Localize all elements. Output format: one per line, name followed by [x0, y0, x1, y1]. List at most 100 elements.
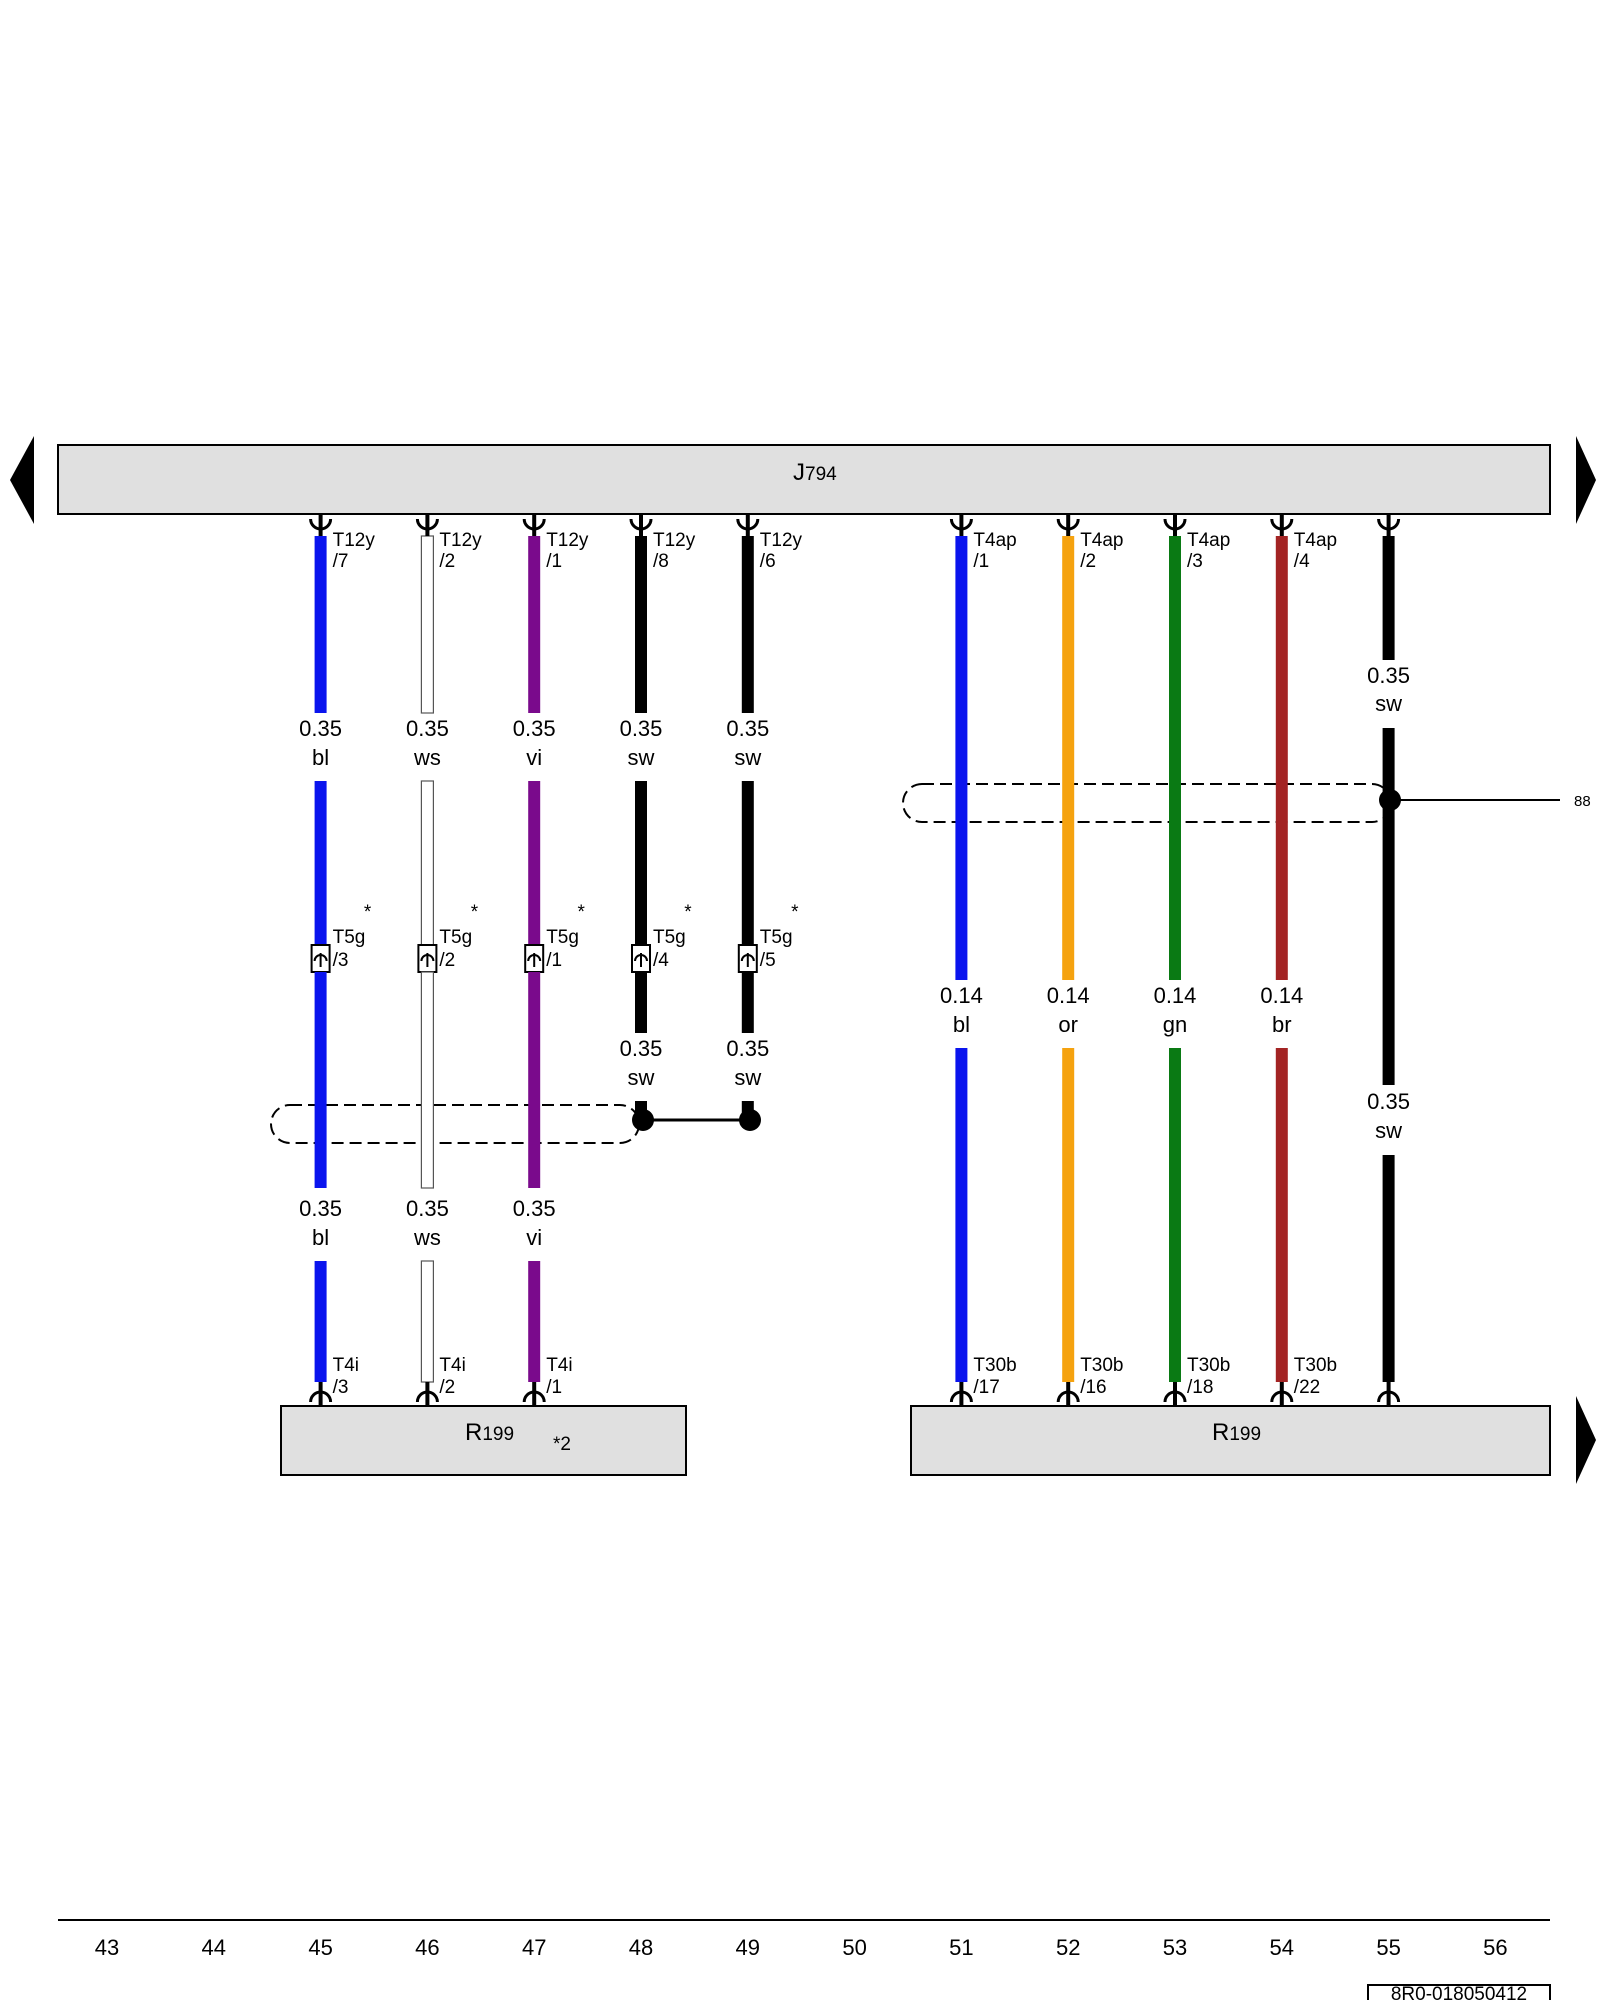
wire-49-color-2: sw: [734, 1065, 761, 1090]
prev-page-arrow[interactable]: [10, 436, 34, 524]
wire-46-bottom-conn-pin: /2: [439, 1377, 455, 1398]
wire-49-size-1: 0.35: [726, 716, 769, 741]
wire-47-inline-star: *: [577, 902, 585, 923]
wire-54-bottom-conn-pin: /22: [1294, 1377, 1320, 1398]
wire-54-bottom-conn-name: T30b: [1294, 1355, 1337, 1376]
control-unit-label: J794: [793, 459, 837, 486]
control-unit-box: [57, 444, 1551, 515]
column-number-56: 56: [1483, 1935, 1507, 1960]
wire-47-color-2: vi: [526, 1225, 542, 1250]
wire-54-top-conn-pin: /4: [1294, 551, 1310, 572]
wire-55-color-1: sw: [1375, 691, 1402, 716]
column-number-55: 55: [1376, 1935, 1400, 1960]
wire-46-size-2: 0.35: [406, 1196, 449, 1221]
wire-46-bottom-conn-name: T4i: [439, 1355, 465, 1376]
wire-55-color-2: sw: [1375, 1118, 1402, 1143]
wire-48-size-1: 0.35: [620, 716, 663, 741]
wire-46-seg-top: [420, 535, 434, 714]
wire-45-seg-lower: [314, 972, 327, 1188]
column-number-47: 47: [522, 1935, 546, 1960]
wire-53-bottom-conn-pin: /18: [1187, 1377, 1213, 1398]
wire-47-seg-mid: [528, 781, 541, 945]
wire-54-seg-bottom: [1275, 1048, 1288, 1382]
column-number-53: 53: [1163, 1935, 1187, 1960]
wire-47-seg-lower: [528, 972, 541, 1188]
wire-51-color-1: bl: [953, 1012, 970, 1037]
wire-45-top-conn-name: T12y: [333, 530, 376, 551]
wire-52-top-conn-name: T4ap: [1080, 530, 1123, 551]
wire-46-color-1: ws: [413, 745, 441, 770]
shield-loop-left: [270, 1104, 640, 1144]
wire-46-top-conn-name: T12y: [439, 530, 482, 551]
wire-49-inline-conn-name: T5g: [760, 927, 793, 948]
radio-module-note: *2: [553, 1434, 571, 1455]
wire-48-seg-mid: [635, 781, 647, 945]
next-page-arrow-bottom[interactable]: [1576, 1396, 1596, 1484]
radio-module-label-left: R199: [465, 1419, 514, 1446]
wire-52-bottom-conn-name: T30b: [1080, 1355, 1123, 1376]
radio-module-label-right: R199: [1212, 1419, 1261, 1446]
wire-54-size-1: 0.14: [1260, 983, 1303, 1008]
wire-47-top-conn-pin: /1: [546, 551, 562, 572]
column-number-50: 50: [842, 1935, 866, 1960]
wire-47-bottom-conn-pin: /1: [546, 1377, 562, 1398]
wire-48-top-conn-name: T12y: [653, 530, 696, 551]
wire-52-seg-bottom: [1062, 1048, 1075, 1382]
wire-53-top-conn-pin: /3: [1187, 551, 1203, 572]
wire-46-size-1: 0.35: [406, 716, 449, 741]
wire-52-top-conn-pin: /2: [1080, 551, 1096, 572]
wire-51-size-1: 0.14: [940, 983, 983, 1008]
wire-55-seg-top: [1382, 536, 1395, 660]
column-number-49: 49: [736, 1935, 760, 1960]
wire-55-size-2: 0.35: [1367, 1089, 1410, 1114]
wire-54-seg-top: [1275, 536, 1288, 980]
shield-junction-55: [1379, 789, 1401, 811]
wire-46-color-2: ws: [413, 1225, 441, 1250]
wire-45-color-2: bl: [312, 1225, 329, 1250]
radio-module-box-right: [910, 1405, 1551, 1476]
wire-55-size-1: 0.35: [1367, 663, 1410, 688]
wire-48-seg-top: [635, 536, 647, 713]
wire-53-top-conn-name: T4ap: [1187, 530, 1230, 551]
wire-47-color-1: vi: [526, 745, 542, 770]
wire-55-seg-mid: [1382, 728, 1395, 1085]
wire-53-seg-top: [1169, 536, 1181, 980]
doc-id-box: [1367, 1984, 1551, 2000]
shield-loop-right: [902, 783, 1392, 823]
wire-45-seg-mid: [314, 781, 327, 945]
shield-ref-label: 88: [1574, 793, 1591, 810]
wire-46-seg-lower: [420, 971, 434, 1189]
wire-45-inline-conn-name: T5g: [333, 927, 366, 948]
column-number-51: 51: [949, 1935, 973, 1960]
wire-45-size-2: 0.35: [299, 1196, 342, 1221]
wire-47-inline-conn-pin: /1: [546, 950, 562, 971]
wire-46-inline-conn-pin: /2: [439, 950, 455, 971]
wire-52-seg-top: [1062, 536, 1075, 980]
wire-49-seg-lower: [741, 972, 754, 1033]
wire-49-inline-conn-pin: /5: [760, 950, 776, 971]
wire-49-color-1: sw: [734, 745, 761, 770]
wire-49-top-conn-pin: /6: [760, 551, 776, 572]
wire-47-seg-top: [528, 536, 541, 713]
wire-51-top-conn-name: T4ap: [973, 530, 1016, 551]
wire-46-seg-bottom: [420, 1260, 434, 1383]
wire-53-size-1: 0.14: [1154, 983, 1197, 1008]
wire-47-size-1: 0.35: [513, 716, 556, 741]
wire-52-color-1: or: [1058, 1012, 1078, 1037]
wire-47-seg-bottom: [528, 1261, 541, 1382]
wire-52-size-1: 0.14: [1047, 983, 1090, 1008]
wire-47-inline-conn-name: T5g: [546, 927, 579, 948]
wire-45-inline-star: *: [364, 902, 372, 923]
wire-48-seg-lower: [635, 972, 647, 1033]
wire-46-inline-conn-name: T5g: [439, 927, 472, 948]
wire-54-top-conn-name: T4ap: [1294, 530, 1337, 551]
shield-junction-49: [739, 1109, 761, 1131]
wire-47-top-conn-name: T12y: [546, 530, 589, 551]
column-number-46: 46: [415, 1935, 439, 1960]
wire-47-size-2: 0.35: [513, 1196, 556, 1221]
wire-49-seg-mid: [741, 781, 754, 945]
wire-51-bottom-conn-pin: /17: [973, 1377, 999, 1398]
wire-45-size-1: 0.35: [299, 716, 342, 741]
next-page-arrow-top[interactable]: [1576, 436, 1596, 524]
